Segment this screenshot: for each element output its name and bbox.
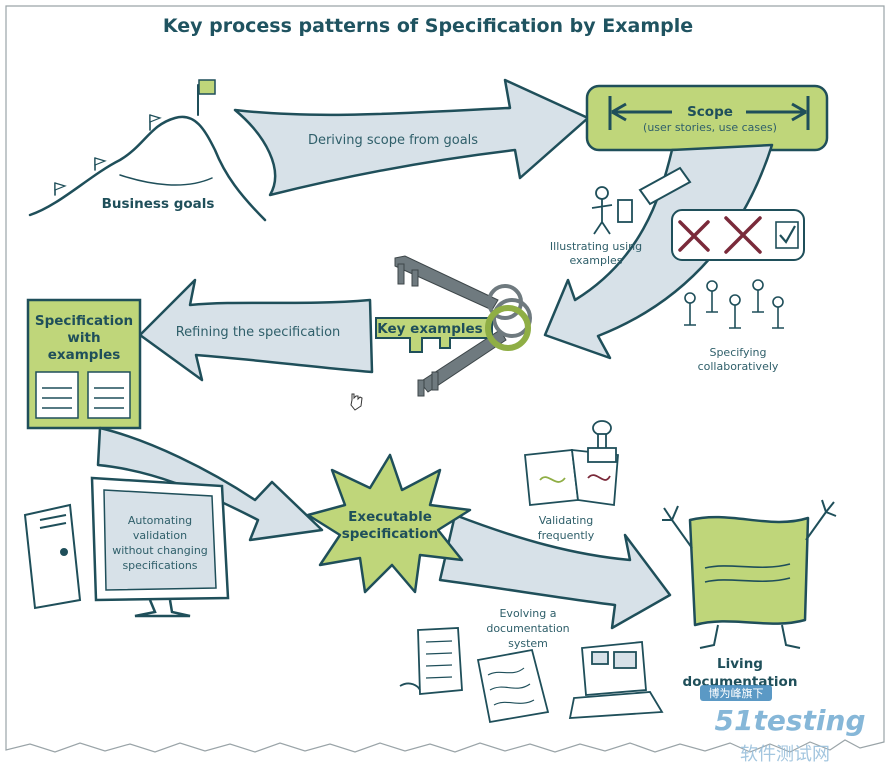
spec-with-examples-label-2: with	[67, 330, 100, 346]
living-label-1: Living	[717, 656, 763, 672]
arrow-left-icon	[611, 102, 672, 122]
arrow-right-icon	[746, 102, 807, 122]
automating-label-1: Automating	[128, 514, 192, 527]
illustrating-person-icon	[591, 186, 633, 235]
page-title: Key process patterns of Specification by…	[163, 15, 693, 37]
spec-to-executable-arrow	[96, 426, 324, 542]
scope-title: Scope	[687, 104, 733, 120]
specifying-label-1: Specifying	[709, 346, 766, 359]
executable-specification-starburst	[306, 453, 472, 594]
automating-label-4: specifications	[122, 559, 197, 572]
stone-tablet-icon	[399, 627, 463, 695]
open-book-icon	[524, 448, 619, 507]
scope-subtitle: (user stories, use cases)	[643, 121, 777, 134]
evolving-label-2: documentation	[486, 622, 569, 635]
illustrating-label-1: Illustrating using	[550, 240, 642, 253]
flag-icon	[149, 114, 162, 123]
refining-arrow	[138, 278, 374, 382]
waving-arms-icon	[662, 499, 837, 649]
deriving-scope-arrow	[233, 78, 590, 197]
automating-label-3: without changing	[112, 544, 208, 557]
evolving-label-3: system	[508, 637, 548, 650]
handwritten-letter-icon	[476, 648, 550, 724]
rubber-stamp-icon	[587, 420, 617, 463]
evolving-label-1: Evolving a	[499, 607, 556, 620]
green-key-ring-icon	[485, 305, 531, 351]
rejected-x-icon	[678, 216, 762, 254]
laptop-icon	[568, 641, 664, 719]
spec-with-examples-label-1: Specification	[35, 313, 133, 329]
living-documentation-character	[688, 515, 810, 627]
monitor-icon	[90, 476, 230, 618]
flag-icon	[94, 157, 107, 166]
refining-label: Refining the specification	[176, 325, 341, 340]
watermark-brand-text: 51testing	[715, 704, 866, 737]
watermark-badge	[700, 685, 772, 701]
pencil-icon	[638, 166, 692, 206]
automating-label-2: validation	[133, 529, 187, 542]
executable-label-2: specification	[342, 526, 439, 542]
key-examples-label: Key examples	[377, 321, 482, 337]
gray-key-icon	[394, 255, 507, 397]
computer-tower-icon	[23, 503, 82, 610]
spec-with-examples-label-3: examples	[48, 347, 121, 363]
hand-cursor-icon	[350, 393, 363, 411]
document-lines-icon	[35, 371, 131, 419]
watermark-top-text: 博为峰旗下	[709, 686, 764, 700]
flag-icon	[54, 182, 67, 191]
business-goals-label: Business goals	[102, 196, 215, 212]
executable-to-living-arrow	[438, 513, 672, 630]
watermark: 博为峰旗下 51testing 软件测试网	[700, 685, 865, 765]
specifying-label-2: collaboratively	[698, 360, 779, 373]
validating-label-2: frequently	[538, 529, 595, 542]
living-doc-lines-icon	[704, 563, 791, 583]
illustrating-label-2: examples	[569, 254, 622, 267]
validating-label-1: Validating	[539, 514, 594, 527]
people-group-icon	[684, 279, 784, 329]
watermark-bottom-text: 软件测试网	[740, 744, 830, 765]
checkmark-icon	[779, 225, 796, 244]
deriving-scope-label: Deriving scope from goals	[308, 133, 478, 148]
summit-flag-icon	[198, 79, 216, 95]
executable-label-1: Executable	[348, 509, 432, 525]
